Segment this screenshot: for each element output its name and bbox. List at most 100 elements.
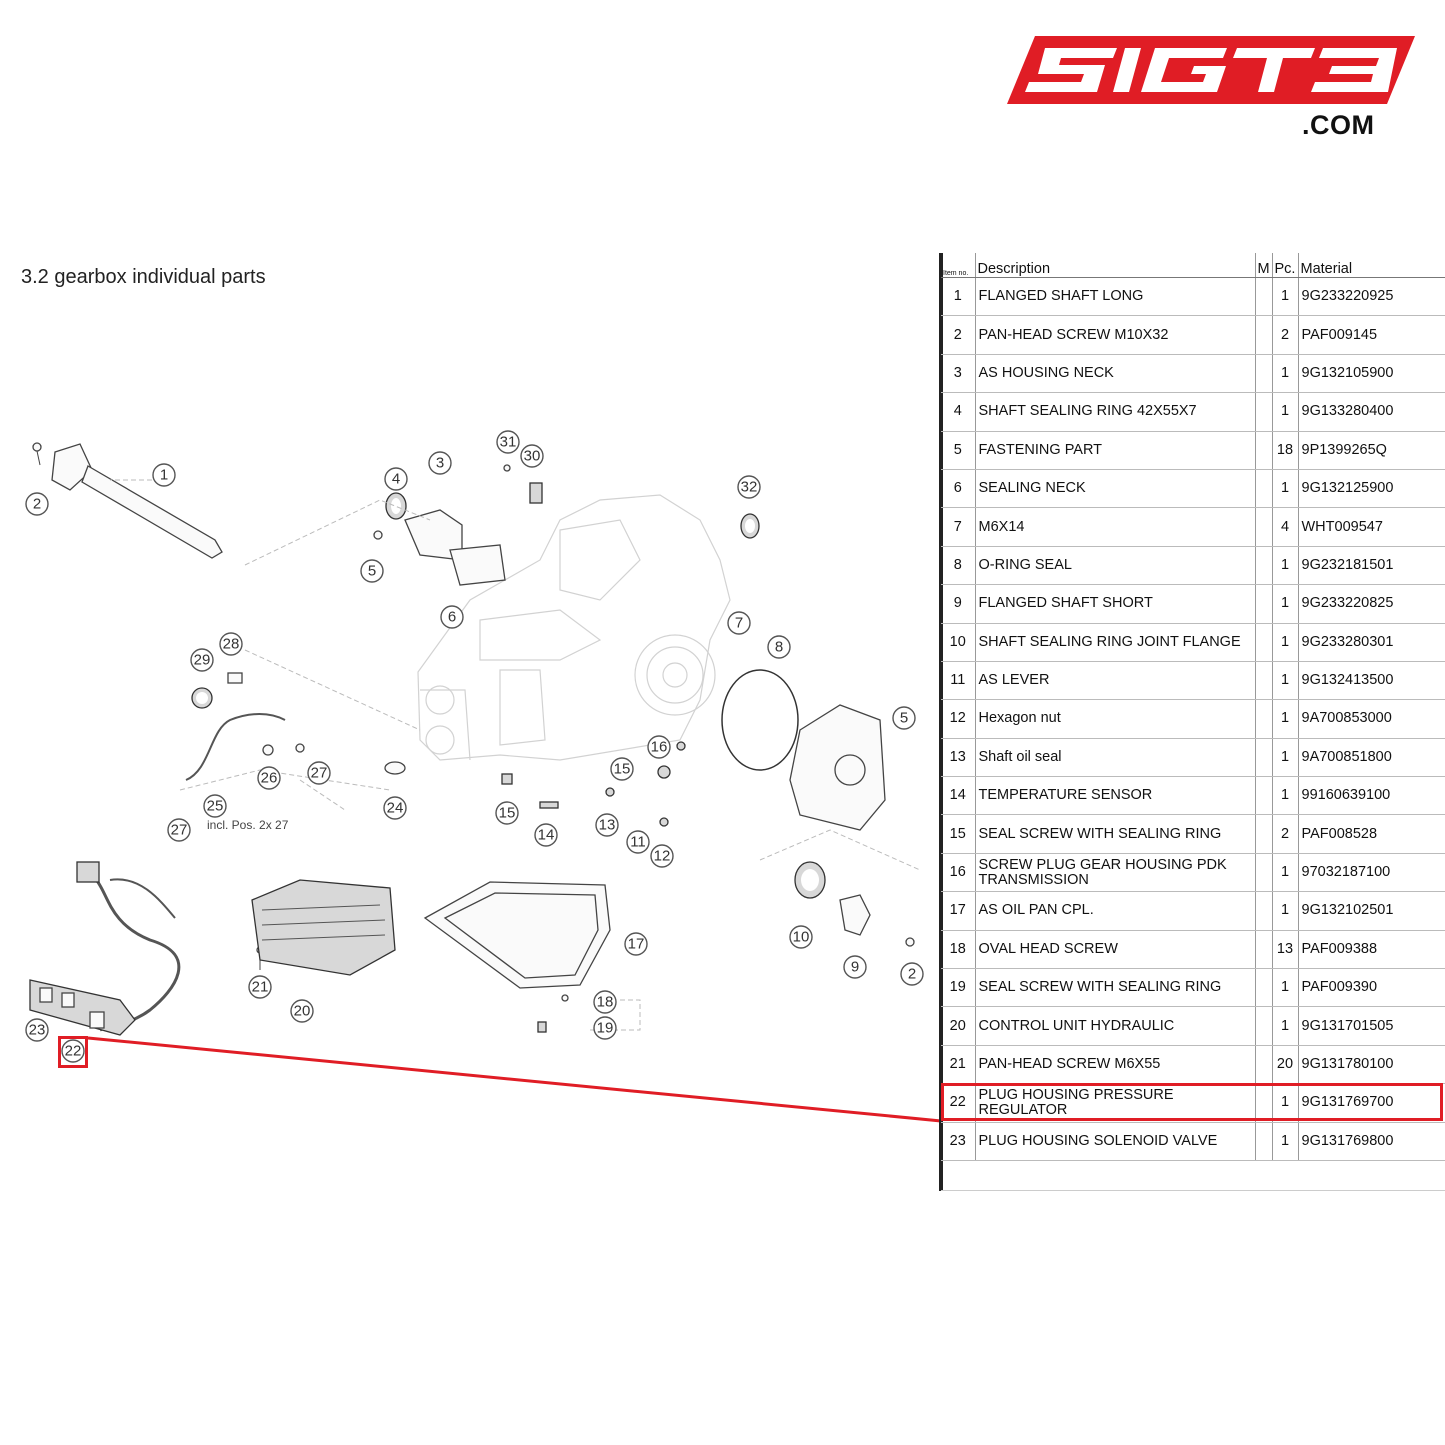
leader-lines — [110, 479, 921, 1031]
cell-material: 9G233220925 — [1298, 277, 1445, 317]
cell-m — [1255, 1083, 1273, 1123]
callout-3: 3 — [428, 451, 452, 475]
callout-18: 18 — [593, 990, 617, 1014]
callout-2b: 2 — [900, 962, 924, 986]
cell-description: SEAL SCREW WITH SEALING RING — [975, 814, 1256, 854]
cell-qty: 2 — [1272, 315, 1299, 355]
callout-7: 7 — [727, 611, 751, 635]
cell-m — [1255, 891, 1273, 931]
callout-9: 9 — [843, 955, 867, 979]
cell-material: 9G132105900 — [1298, 354, 1445, 394]
cell-m — [1255, 738, 1273, 778]
cell-description: FLANGED SHAFT SHORT — [975, 584, 1256, 624]
cell-item: 17 — [941, 891, 976, 931]
cell-m — [1255, 1122, 1273, 1161]
cell-m — [1255, 354, 1273, 394]
svg-text:2: 2 — [33, 496, 41, 513]
cell-item: 6 — [941, 469, 976, 509]
cell-qty: 1 — [1272, 1006, 1299, 1046]
cell-qty: 13 — [1272, 930, 1299, 970]
cell-description: AS OIL PAN CPL. — [975, 891, 1256, 931]
cell-m — [1255, 315, 1273, 355]
cell-item: 8 — [941, 546, 976, 586]
svg-text:3: 3 — [436, 455, 444, 472]
cell-item: 16 — [941, 853, 976, 893]
part-plug-housings — [29, 979, 136, 1036]
cell-description: SEALING NECK — [975, 469, 1256, 509]
svg-text:28: 28 — [223, 636, 240, 653]
cell-m — [1255, 277, 1273, 317]
cell-item: 7 — [941, 507, 976, 547]
cell-description: FASTENING PART — [975, 431, 1256, 470]
callout-32: 32 — [737, 475, 761, 499]
callout-5b: 5 — [892, 706, 916, 730]
svg-text:1: 1 — [160, 467, 168, 484]
svg-text:23: 23 — [29, 1022, 46, 1039]
svg-text:4: 4 — [392, 471, 400, 488]
svg-text:20: 20 — [294, 1003, 311, 1020]
cell-m — [1255, 1045, 1273, 1085]
cell-qty: 1 — [1272, 584, 1299, 624]
svg-text:16: 16 — [651, 739, 668, 756]
svg-text:27: 27 — [171, 822, 188, 839]
cell-qty: 1 — [1272, 968, 1299, 1008]
part-seal-rings — [191, 492, 826, 899]
cell-m — [1255, 776, 1273, 816]
cell-item: 21 — [941, 1045, 976, 1085]
callout-21: 21 — [248, 975, 272, 999]
cell-material: PAF008528 — [1298, 814, 1445, 854]
cell-qty: 1 — [1272, 661, 1299, 701]
cell-m — [1255, 431, 1273, 470]
callout-29: 29 — [190, 648, 214, 672]
callout-22: 22 — [61, 1039, 85, 1063]
header-material: Material — [1298, 253, 1445, 278]
svg-text:11: 11 — [630, 834, 646, 851]
cell-item: 11 — [941, 661, 976, 701]
callout-2a: 2 — [25, 492, 49, 516]
callout-20: 20 — [290, 999, 314, 1023]
cell-m — [1255, 814, 1273, 854]
callout-13: 13 — [595, 813, 619, 837]
cell-material: 9G131769800 — [1298, 1122, 1445, 1161]
cell-item: 18 — [941, 930, 976, 970]
callout-14: 14 — [534, 823, 558, 847]
part-oil-pan — [423, 881, 611, 989]
callout-30: 30 — [520, 444, 544, 468]
sigt3-logo[interactable] — [1005, 34, 1415, 144]
cell-qty: 1 — [1272, 392, 1299, 432]
callout-27a: 27 — [307, 761, 331, 785]
callout-24: 24 — [383, 796, 407, 820]
callout-27b: 27 — [167, 818, 191, 842]
cell-item: 23 — [941, 1122, 976, 1161]
callout-5a: 5 — [360, 559, 384, 583]
cell-material: 9G132125900 — [1298, 469, 1445, 509]
cell-item: 19 — [941, 968, 976, 1008]
part-small-fittings — [185, 482, 686, 1033]
svg-text:24: 24 — [387, 800, 404, 817]
cell-qty: 20 — [1272, 1045, 1299, 1085]
callout-23: 23 — [25, 1018, 49, 1042]
